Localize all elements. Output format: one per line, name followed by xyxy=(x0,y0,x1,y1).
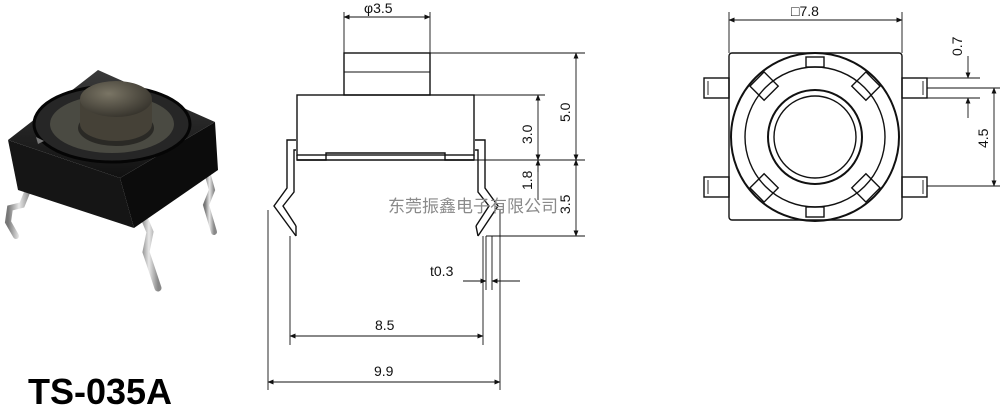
dim-body-size: □7.8 xyxy=(791,3,819,19)
model-name: TS-035A xyxy=(28,371,172,410)
dim-pin-outer-span: 9.9 xyxy=(374,363,394,379)
dim-pin-inner-span: 8.5 xyxy=(375,317,395,333)
dim-pin-length: 3.5 xyxy=(557,194,573,214)
side-view: φ3.5 5.0 3.0 1.8 3.5 t0.3 8.5 9. xyxy=(267,0,585,390)
dim-terminal-width: 0.7 xyxy=(949,36,965,56)
dim-pin-thickness: t0.3 xyxy=(430,263,454,279)
dim-base-height: 1.8 xyxy=(519,170,535,190)
company-watermark: 东莞振鑫电子有限公司 xyxy=(388,197,558,217)
dim-actuator-diameter: φ3.5 xyxy=(364,0,393,16)
switch-photo xyxy=(4,70,218,292)
top-view: □7.8 0.7 4.5 xyxy=(703,3,1000,222)
dim-body-height: 3.0 xyxy=(519,124,535,144)
dim-total-height: 5.0 xyxy=(557,102,573,122)
dim-terminal-pitch: 4.5 xyxy=(975,128,991,148)
